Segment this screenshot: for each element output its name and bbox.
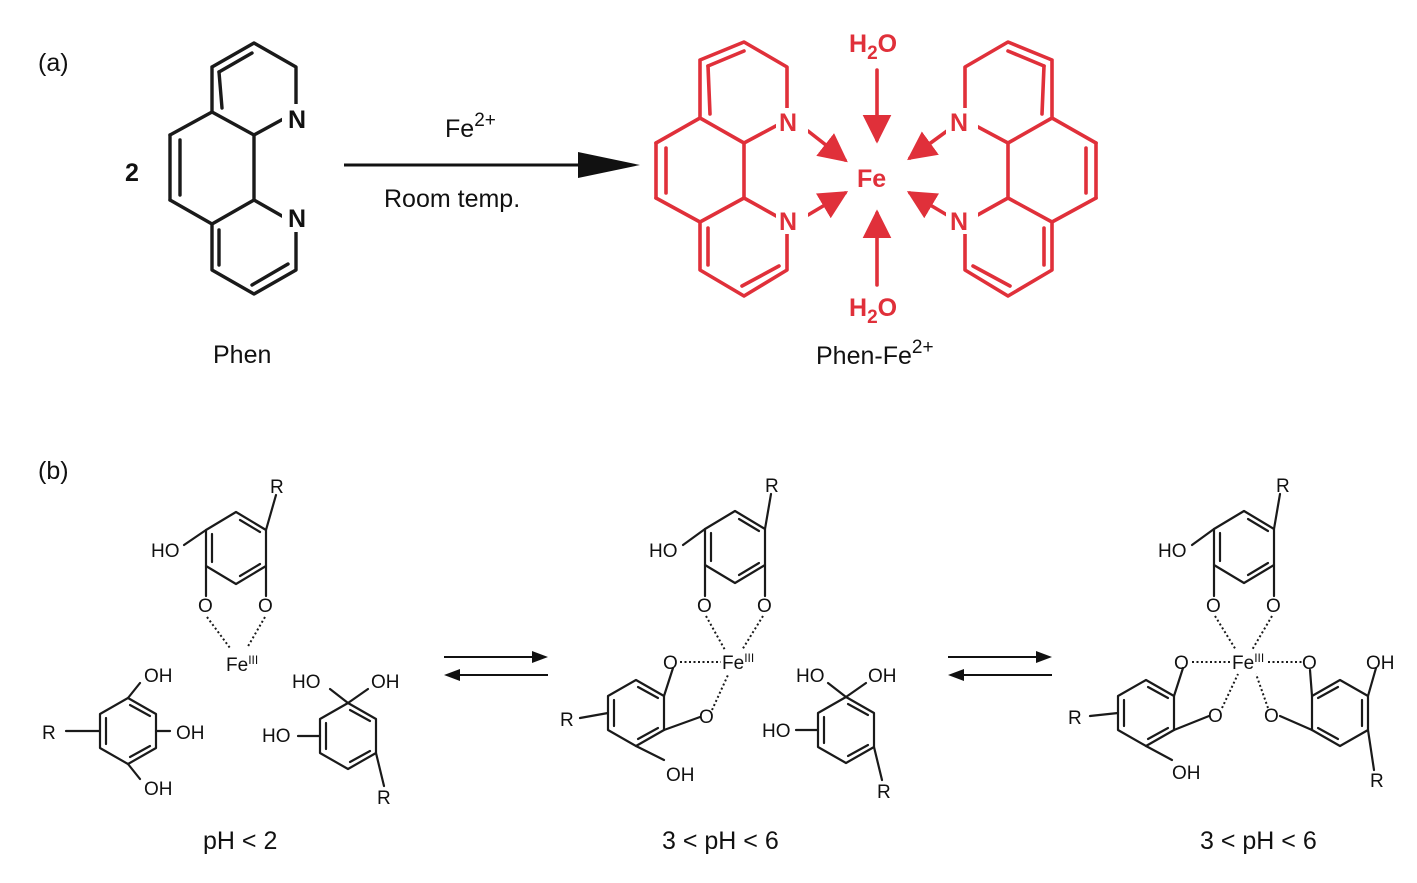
phen-n-top: N [288, 106, 306, 134]
ho-m1: HO [649, 541, 678, 562]
o-r4: O [1302, 653, 1317, 674]
ho-m3: HO [762, 721, 791, 742]
phen-n-bottom: N [288, 205, 306, 233]
o-m3: O [663, 653, 678, 674]
equilibrium-arrows-2 [948, 651, 1052, 681]
o-m1: O [697, 596, 712, 617]
water-top: H2O [849, 30, 897, 64]
r-r2: R [1068, 708, 1082, 729]
r-r3: R [1370, 771, 1384, 792]
stoichiometry: 2 [125, 159, 139, 187]
o-r1: O [1206, 596, 1221, 617]
fe-right: FeIII [1232, 651, 1264, 674]
complex-n-1: N [779, 109, 797, 137]
oh-l2: OH [176, 723, 205, 744]
r-m3: R [877, 782, 891, 803]
ho-m2: HO [796, 666, 825, 687]
o-r5: O [1208, 706, 1223, 727]
ho-l3: HO [262, 726, 291, 747]
o-r6: O [1264, 706, 1279, 727]
r-l2: R [42, 723, 56, 744]
o-l1: O [198, 596, 213, 617]
o-l2: O [258, 596, 273, 617]
equilibrium-arrows-1 [444, 651, 548, 681]
phen-fe-complex: N N N N Fe H2O H2O [654, 30, 1098, 328]
panel-b-label: (b) [38, 457, 69, 485]
panel-a-label: (a) [38, 49, 69, 77]
ho-r1: HO [1158, 541, 1187, 562]
reaction-arrow [344, 152, 640, 178]
r-l1: R [270, 477, 284, 498]
group-ph-mid: R HO O O O FeIII O R OH HO OH HO R [560, 476, 897, 803]
condition: Room temp. [384, 185, 520, 213]
reagent: Fe2+ [445, 110, 496, 143]
condition-left: pH < 2 [203, 827, 277, 855]
r-l3: R [377, 788, 391, 809]
oh-r2: OH [1172, 763, 1201, 784]
fe-mid: FeIII [722, 651, 754, 674]
oh-r1: OH [1366, 653, 1395, 674]
oh-l4: OH [371, 672, 400, 693]
ho-l1: HO [151, 541, 180, 562]
r-r1: R [1276, 476, 1290, 497]
oh-m1: OH [666, 765, 695, 786]
group-ph-right: R HO O O O FeIII O OH O O R OH R [1068, 476, 1395, 792]
o-r3: O [1174, 653, 1189, 674]
product-label: Phen-Fe2+ [816, 337, 934, 370]
phen-label: Phen [213, 341, 271, 369]
o-m4: O [699, 707, 714, 728]
o-m2: O [757, 596, 772, 617]
complex-fe: Fe [857, 165, 886, 193]
ho-l2: HO [292, 672, 321, 693]
o-r2: O [1266, 596, 1281, 617]
fe-left: FeIII [226, 653, 258, 676]
water-bottom: H2O [849, 294, 897, 328]
complex-n-2: N [779, 208, 797, 236]
phen-structure: N N 2 [125, 41, 314, 296]
condition-mid: 3 < pH < 6 [662, 827, 779, 855]
r-m1: R [765, 476, 779, 497]
complex-n-4: N [950, 208, 968, 236]
complex-n-3: N [950, 109, 968, 137]
oh-m2: OH [868, 666, 897, 687]
oh-l1: OH [144, 666, 173, 687]
r-m2: R [560, 710, 574, 731]
condition-right: 3 < pH < 6 [1200, 827, 1317, 855]
group-ph-lt-2: R HO O O FeIII OH R OH OH HO OH HO R [42, 477, 400, 809]
oh-l3: OH [144, 779, 173, 800]
